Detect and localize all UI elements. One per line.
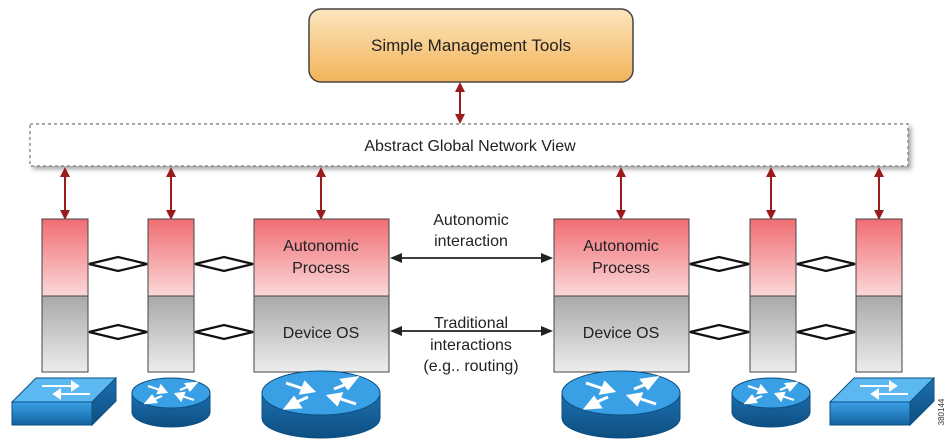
switch-icon bbox=[10, 376, 118, 427]
diamond-connector bbox=[796, 255, 856, 273]
traditional-interaction-label: Traditional bbox=[434, 315, 508, 332]
node-stack-1 bbox=[41, 218, 89, 373]
traditional-interaction-label: (e.g.. routing) bbox=[423, 358, 518, 375]
core-node-right: Autonomic Process Device OS bbox=[553, 218, 690, 373]
diamond-connector bbox=[689, 323, 750, 341]
management-links bbox=[60, 82, 884, 220]
router-icon bbox=[731, 377, 811, 428]
diamond-connectors bbox=[88, 255, 856, 341]
autonomic-process-box bbox=[253, 218, 390, 297]
autonomic-process-label: Autonomic bbox=[583, 238, 659, 255]
diamond-connector bbox=[796, 323, 856, 341]
figure-id: 380144 bbox=[937, 398, 946, 425]
device-os-label: Device OS bbox=[283, 325, 359, 342]
router-icon bbox=[561, 370, 681, 439]
node-stack-2 bbox=[147, 218, 195, 373]
management-label: Simple Management Tools bbox=[371, 36, 571, 55]
device-os-box bbox=[253, 295, 390, 373]
diamond-connector bbox=[194, 255, 254, 273]
autonomic-interaction-label: Autonomic bbox=[433, 212, 509, 229]
switch-icon bbox=[828, 376, 936, 427]
router-icon bbox=[261, 370, 381, 439]
device-os-box bbox=[553, 295, 690, 373]
autonomic-process-label: Process bbox=[292, 260, 350, 277]
diamond-connector bbox=[689, 255, 750, 273]
traditional-interaction-label: interactions bbox=[430, 337, 512, 354]
node-stack-6 bbox=[855, 218, 903, 373]
diamond-connector bbox=[88, 323, 148, 341]
autonomic-process-box bbox=[553, 218, 690, 297]
device-os-label: Device OS bbox=[583, 325, 659, 342]
autonomic-process-label: Process bbox=[592, 260, 650, 277]
node-stack-5 bbox=[749, 218, 797, 373]
global-view-label: Abstract Global Network View bbox=[364, 138, 576, 155]
router-icon bbox=[131, 377, 211, 428]
management-box: Simple Management Tools bbox=[308, 8, 634, 83]
core-node-left: Autonomic Process Device OS bbox=[253, 218, 390, 373]
diamond-connector bbox=[194, 323, 254, 341]
autonomic-interaction-label: interaction bbox=[434, 233, 508, 250]
autonomic-process-label: Autonomic bbox=[283, 238, 359, 255]
diamond-connector bbox=[88, 255, 148, 273]
global-view-bar: Abstract Global Network View bbox=[29, 123, 909, 167]
